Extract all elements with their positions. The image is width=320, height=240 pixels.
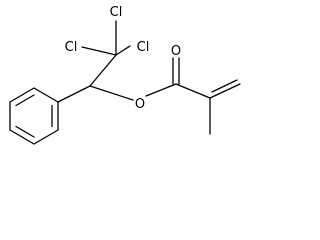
chlorine-top-label: Cl: [110, 5, 123, 20]
ester-oxygen-label: O: [135, 97, 145, 112]
ch-to-ester-oxygen-bond: [89, 85, 134, 101]
ring-double-bond-inner-1: [15, 94, 35, 107]
ch-to-ccl3-bond: [89, 54, 117, 87]
c-cl-left-bond: [81, 46, 117, 56]
carbonyl-oxygen-label: O: [171, 44, 181, 59]
chlorine-left-label: Cl: [65, 40, 78, 55]
ring-double-bond-inner-2: [15, 125, 35, 138]
carbonyl-to-alpha-carbon-bond: [175, 83, 211, 99]
vinyl-double-bond-b: [211, 79, 238, 93]
ester-oxygen-to-carbonyl-bond: [145, 83, 177, 97]
benzene-ring: [9, 87, 59, 145]
ring-bond-6: [33, 87, 59, 103]
c-cl-right-bond: [115, 45, 131, 56]
ring-bond-3: [9, 129, 35, 145]
ring-bond-4: [33, 129, 59, 145]
phenyl-to-ch-bond: [57, 85, 91, 103]
ring-bond-1: [9, 87, 35, 103]
chemical-structure-diagram: Cl Cl Cl O O: [9, 5, 241, 145]
vinyl-double-bond-a: [209, 83, 241, 99]
chlorine-right-label: Cl: [137, 40, 150, 55]
